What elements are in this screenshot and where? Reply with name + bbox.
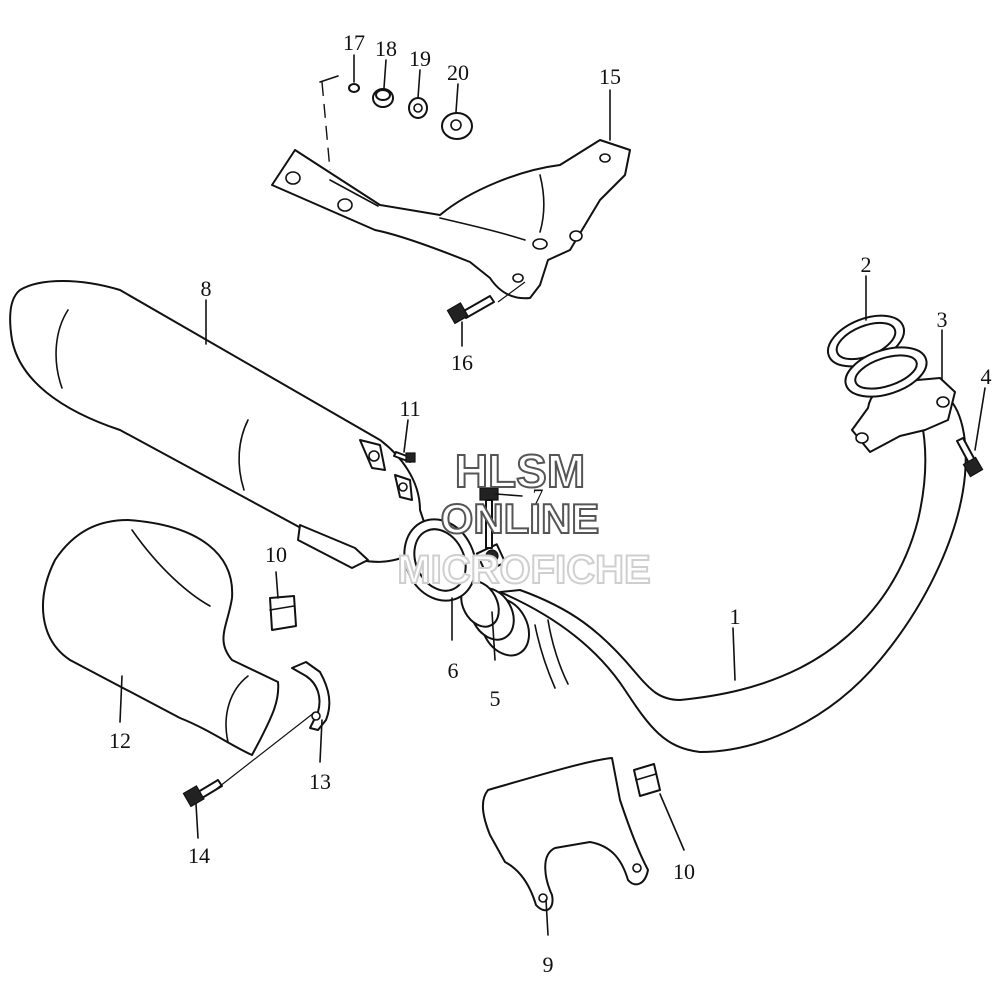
callout-8: 8 xyxy=(201,276,212,301)
callout-2: 2 xyxy=(861,252,872,277)
clamp-bolt-part-7[interactable] xyxy=(479,487,499,563)
bracket-clamp-part-13[interactable] xyxy=(291,661,331,731)
callout-12: 12 xyxy=(109,728,131,753)
callout-1: 1 xyxy=(730,604,741,629)
callout-3: 3 xyxy=(937,307,948,332)
pin-part-17[interactable] xyxy=(348,83,360,93)
damper-part-10-upper[interactable] xyxy=(269,595,297,631)
bracket-part-15[interactable] xyxy=(271,139,631,300)
watermark-line-2: ONLINE xyxy=(441,495,600,542)
bolt-part-14[interactable] xyxy=(182,779,223,808)
collar-part-18[interactable] xyxy=(372,88,394,108)
watermark: MICROFICHE HLSM ONLINE xyxy=(396,444,651,593)
muffler-part-8[interactable] xyxy=(9,280,431,569)
exhaust-flange-part-3[interactable] xyxy=(839,338,956,453)
grommet-part-20[interactable] xyxy=(441,112,473,140)
callout-5: 5 xyxy=(490,686,501,711)
callout-19: 19 xyxy=(409,46,431,71)
callout-15: 15 xyxy=(599,64,621,89)
leader-lines xyxy=(119,54,986,936)
bolt-part-11[interactable] xyxy=(393,451,416,463)
pipe-joint-rings xyxy=(460,580,530,657)
callout-20: 20 xyxy=(447,60,469,85)
callout-labels: 1 2 3 4 5 6 7 8 9 10 10 11 12 13 14 15 1… xyxy=(109,30,992,977)
washer-part-19[interactable] xyxy=(408,97,428,119)
callout-9: 9 xyxy=(543,952,554,977)
bolt-part-16[interactable] xyxy=(446,295,495,325)
callout-10-lower: 10 xyxy=(673,859,695,884)
callout-18: 18 xyxy=(375,36,397,61)
callout-4: 4 xyxy=(981,364,992,389)
bolt-part-4[interactable] xyxy=(956,437,984,478)
heat-shield-part-12[interactable] xyxy=(42,519,280,756)
damper-part-10-lower[interactable] xyxy=(633,763,661,797)
callout-6: 6 xyxy=(448,658,459,683)
lower-heat-shield-part-9[interactable] xyxy=(482,757,649,912)
watermark-line-1: HLSM xyxy=(455,445,585,497)
callout-17: 17 xyxy=(343,30,365,55)
callout-14: 14 xyxy=(188,843,210,868)
callout-10-upper: 10 xyxy=(265,542,287,567)
callout-13: 13 xyxy=(309,769,331,794)
callout-16: 16 xyxy=(451,350,473,375)
watermark-line-3: MICROFICHE xyxy=(397,548,650,592)
callout-7: 7 xyxy=(533,484,544,509)
clamp-part-6[interactable] xyxy=(391,508,507,613)
callout-11: 11 xyxy=(399,396,420,421)
